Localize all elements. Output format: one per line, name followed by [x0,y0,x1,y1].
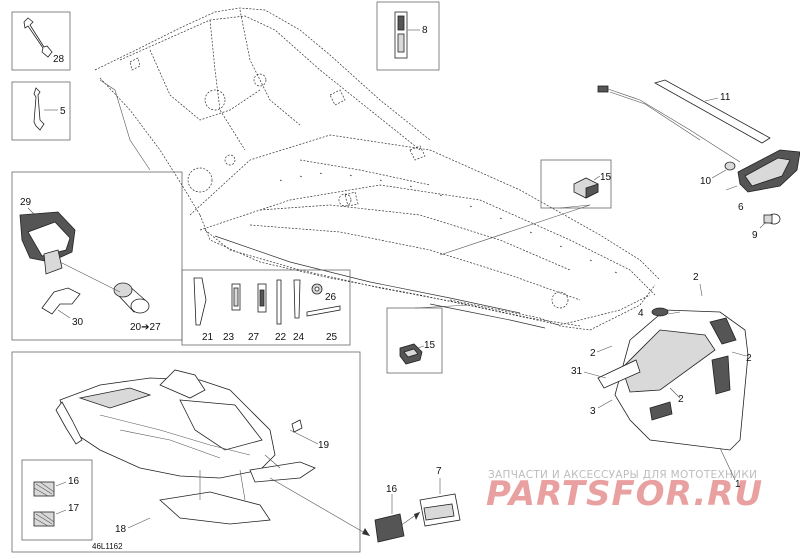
callout-16: 16 [386,484,398,495]
strap-tie-icon [306,305,341,317]
callout-27: 27 [248,332,260,343]
callout-22: 22 [275,332,287,343]
fuse-icon-2 [257,283,267,313]
wrench-icon [23,17,53,58]
open-wrench-icon [293,279,301,319]
callout-23: 23 [223,332,235,343]
part-box-15-top [540,159,612,209]
callout-21: 21 [202,332,214,343]
callout-4: 4 [638,308,644,319]
storage-bag-7-icon [419,493,461,527]
spanner-icon [33,87,45,131]
watermark: ЗАПЧАСТИ И АКСЕССУАРЫ ДЛЯ МОТОТЕХНИКИ PA… [486,469,763,514]
strap-icon [41,287,81,315]
toolkit-wrench-icon [193,277,207,326]
callout-19: 19 [318,440,330,451]
part-box-21-27 [181,269,351,346]
taillight-icon [737,149,800,193]
callout-24: 24 [293,332,305,343]
callout-8: 8 [422,25,428,36]
decal-17-icon [33,511,55,527]
bulb-icon [763,213,781,225]
watermark-tagline: ЗАПЧАСТИ И АКСЕССУАРЫ ДЛЯ МОТОТЕХНИКИ [488,469,757,481]
callout-7: 7 [436,466,442,477]
part-box-29-30 [11,171,183,341]
tool-tube-icon [113,282,150,314]
callout-2c: 2 [746,353,752,364]
arrow-head-icon [362,528,370,536]
wiring-harness-icon [597,85,741,163]
reflector-strip-icon [653,79,771,144]
grommet-icon [724,161,736,171]
fuse-icon [231,283,241,311]
callout-15-mid: 15 [424,340,436,351]
callout-18: 18 [115,524,127,535]
chassis-frame-illustration [94,7,661,331]
callout-11: 11 [720,92,731,103]
callout-15-top: 15 [600,172,612,183]
callout-3: 3 [590,406,596,417]
nut-icon [311,283,323,295]
callout-2a: 2 [693,272,699,283]
callout-9: 9 [752,230,758,241]
decal-16-icon [33,481,55,497]
callout-1: 1 [735,479,741,490]
connector-icon [399,343,423,365]
watermark-brand: PARTSFOR.RU [486,474,763,514]
storage-case-icon [19,211,76,275]
callout-6: 6 [738,202,744,213]
reference-code: 46L1162 [92,542,123,551]
fuse-strip-icon [394,11,408,59]
label-plate-16-icon [374,513,405,543]
callout-2b: 2 [590,348,596,359]
part-box-15-mid [386,307,443,374]
snowmobile-illustration [55,369,316,525]
connector-clip-icon [573,177,599,199]
callout-28: 28 [53,54,65,65]
callout-30: 30 [72,317,84,328]
callout-25: 25 [326,332,338,343]
callout-10: 10 [700,176,712,187]
callout-26: 26 [325,292,337,303]
snowmobile-box [11,351,361,553]
callout-5: 5 [60,106,66,117]
snowflap-bracket-icon [597,307,749,451]
callout-20-27: 20➔27 [130,322,161,333]
callout-31: 31 [571,366,583,377]
callout-17: 17 [68,503,80,514]
screwdriver-icon [276,279,282,325]
callout-2d: 2 [678,394,684,405]
part-box-16-17 [21,459,93,541]
decal-marker-icon [291,419,303,433]
part-box-5 [11,81,71,141]
callout-16-decal: 16 [68,476,80,487]
arrow-head-icon-2 [414,512,420,520]
part-box-8 [376,1,440,71]
part-box-28 [11,11,71,71]
callout-29: 29 [20,197,32,208]
